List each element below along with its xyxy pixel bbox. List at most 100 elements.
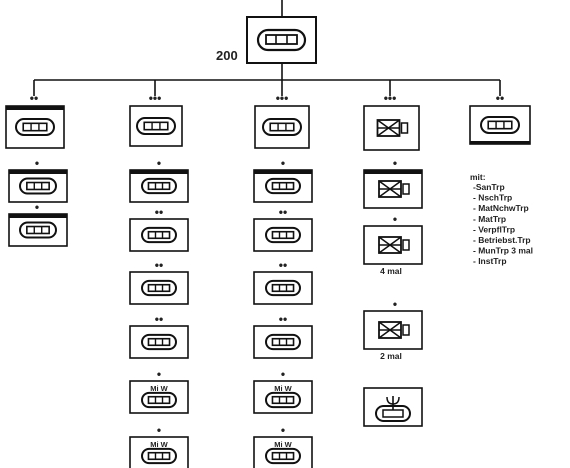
note-item: - VerpflTrp	[473, 224, 515, 234]
echelon-marker: ••	[155, 312, 163, 326]
note-item: - MunTrp 3 mal	[473, 246, 533, 256]
echelon-marker: •	[281, 367, 285, 381]
note-item: -SanTrp	[473, 182, 505, 192]
echelon-marker: •	[157, 423, 161, 437]
motorized-transport-icon	[19, 221, 57, 239]
motorized-transport-icon	[15, 118, 55, 136]
motorized-transport-icon	[136, 117, 176, 135]
echelon-marker: ••	[30, 91, 38, 105]
connector-lines	[33, 0, 501, 96]
unit-col2-0	[129, 169, 189, 203]
unit-header-col5	[469, 105, 531, 145]
unit-top-bar	[9, 170, 67, 174]
unit-col4-3	[363, 387, 423, 427]
echelon-marker: •	[157, 156, 161, 170]
note-item: - MatNchwTrp	[473, 203, 529, 213]
unit-top-bar	[254, 170, 312, 174]
motorized-transport-icon	[265, 177, 301, 195]
unit-col4-1	[363, 225, 423, 265]
top-unit: 200	[216, 16, 317, 64]
unit-col3-3	[253, 325, 313, 359]
echelon-marker: •	[281, 156, 285, 170]
motorized-transport-icon	[265, 333, 301, 351]
motorized-transport-icon	[265, 279, 301, 297]
column-headers: •••••••••••••	[5, 91, 531, 151]
unit-col3-2	[253, 271, 313, 305]
echelon-marker: •	[393, 156, 397, 170]
unit-label: Mi W	[150, 384, 168, 393]
echelon-marker: •	[157, 367, 161, 381]
motorized-transport-icon	[262, 118, 302, 136]
column-subunits: ••••••••••Mi W•Mi W••••••••Mi W•Mi W••4 …	[8, 156, 423, 468]
unit-header-col4	[363, 105, 420, 151]
motorized-transport-icon	[265, 391, 301, 409]
motorized-transport-icon	[141, 226, 177, 244]
echelon-marker: ••	[279, 205, 287, 219]
motorized-transport-icon	[19, 177, 57, 195]
unit-multiplier: 4 mal	[380, 266, 402, 276]
motorized-transport-icon	[256, 28, 307, 52]
unit-col2-4: Mi W	[129, 380, 189, 414]
echelon-marker: •••	[149, 91, 162, 105]
echelon-marker: ••	[279, 258, 287, 272]
motorized-transport-icon	[141, 447, 177, 465]
motorized-transport-icon	[265, 447, 301, 465]
motorized-transport-icon	[265, 226, 301, 244]
motorized-transport-icon	[480, 116, 520, 134]
unit-col4-0	[363, 169, 423, 209]
unit-bottom-bar	[470, 141, 530, 144]
unit-label: Mi W	[274, 440, 292, 449]
unit-col2-1	[129, 218, 189, 252]
unit-top-bar	[364, 170, 422, 174]
notes-list: -SanTrp- NschTrp- MatNchwTrp- MatTrp- Ve…	[473, 182, 533, 266]
unit-header-col1	[5, 105, 65, 149]
motorized-transport-icon	[141, 391, 177, 409]
notes-block: mit: -SanTrp- NschTrp- MatNchwTrp- MatTr…	[470, 172, 533, 266]
unit-col3-0	[253, 169, 313, 203]
motorized-transport-icon	[141, 177, 177, 195]
supply-icon	[378, 180, 410, 198]
notes-heading: mit:	[470, 172, 486, 182]
echelon-marker: •••	[384, 91, 397, 105]
unit-col1-0	[8, 169, 68, 203]
unit-col4-2	[363, 310, 423, 350]
unit-col3-1	[253, 218, 313, 252]
echelon-marker: •	[393, 212, 397, 226]
unit-multiplier: 2 mal	[380, 351, 402, 361]
unit-header-col3	[254, 105, 310, 149]
note-item: - MatTrp	[473, 214, 506, 224]
note-item: - Betriebst.Trp	[473, 235, 531, 245]
unit-col2-5: Mi W	[129, 436, 189, 468]
echelon-marker: •	[281, 423, 285, 437]
echelon-marker: •	[393, 297, 397, 311]
supply-icon	[376, 119, 409, 137]
unit-top-bar	[6, 106, 64, 110]
unit-col3-5: Mi W	[253, 436, 313, 468]
unit-label: Mi W	[274, 384, 292, 393]
unit-col1-1	[8, 213, 68, 247]
unit-col3-4: Mi W	[253, 380, 313, 414]
unit-col2-3	[129, 325, 189, 359]
supply-icon	[378, 236, 410, 254]
top-unit-strength: 200	[216, 48, 238, 63]
maintenance-icon	[375, 396, 411, 422]
echelon-marker: ••	[155, 205, 163, 219]
unit-top-bar	[130, 170, 188, 174]
echelon-marker: •	[35, 200, 39, 214]
supply-icon	[378, 321, 410, 339]
unit-col2-2	[129, 271, 189, 305]
note-item: - InstTrp	[473, 256, 507, 266]
unit-top-bar	[9, 214, 67, 218]
motorized-transport-icon	[141, 333, 177, 351]
echelon-marker: •••	[276, 91, 289, 105]
unit-label: Mi W	[150, 440, 168, 449]
note-item: - NschTrp	[473, 193, 512, 203]
unit-header-col2	[129, 105, 183, 147]
echelon-marker: •	[35, 156, 39, 170]
motorized-transport-icon	[141, 279, 177, 297]
echelon-marker: ••	[279, 312, 287, 326]
echelon-marker: ••	[496, 91, 504, 105]
echelon-marker: ••	[155, 258, 163, 272]
